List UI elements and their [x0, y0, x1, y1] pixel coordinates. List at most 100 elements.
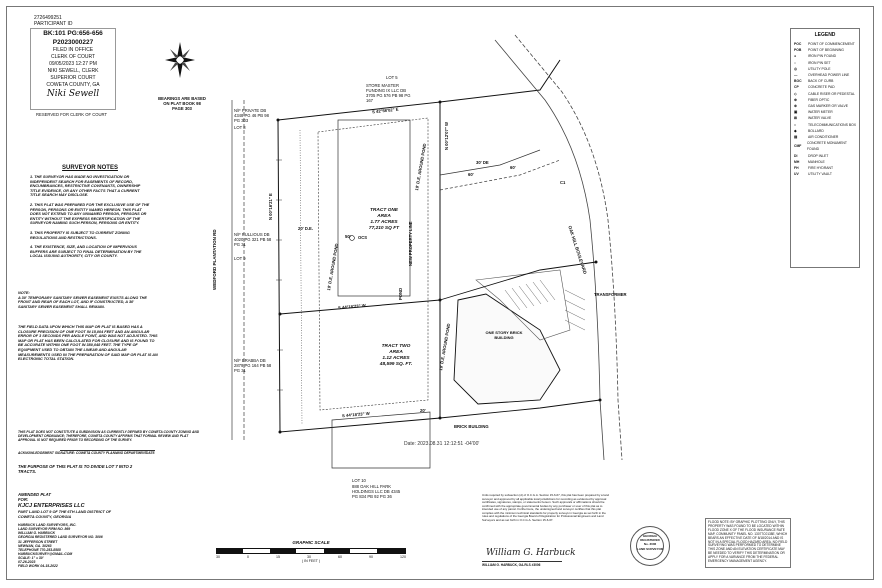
- legend-text: IRON PIN FOUND: [808, 54, 837, 59]
- legend-text: MANHOLE: [808, 159, 825, 164]
- closure-note: THE FIELD DATA UPON WHICH THIS MAP OR PL…: [18, 325, 158, 362]
- seal-text: REGISTERED: [640, 538, 660, 543]
- plat-sheet: [6, 6, 874, 580]
- firm-line: LAND SURVEYOR FIRM NO. 869: [18, 527, 71, 532]
- surveyor-note: 4. THE EXISTENCE, SIZE, AND LOCATION OF …: [30, 245, 142, 259]
- surveyor-note: 2. THIS PLAT WAS PREPARED FOR THE EXCLUS…: [30, 202, 150, 226]
- boundary-ticks: [276, 159, 283, 391]
- digital-signature-date: Date: 2023.08.31 12:12:51 -04'00': [404, 441, 480, 447]
- sewer-note: NOTE: A 30' TEMPORARY SANITARY SEWER EAS…: [18, 291, 153, 314]
- ocs-marker: [349, 235, 355, 241]
- clerk-reserved: RESERVED FOR CLERK OF COURT: [36, 112, 108, 117]
- tract-two-title: TRACT TWO: [381, 344, 411, 349]
- pond-label: POND: [398, 287, 403, 300]
- legend-symbol: ▤: [794, 135, 798, 140]
- surveyor-note: 1. THE SURVEYOR HAS MADE NO INVESTIGATIO…: [30, 175, 141, 198]
- dimension-label: 30' DE: [476, 160, 489, 165]
- tract-one-area-label: AREA: [377, 214, 391, 219]
- scale-tick: 30: [307, 555, 311, 559]
- parking-stripes: [504, 279, 586, 331]
- new-line-label: NEW PROPERTY LINE: [408, 221, 413, 266]
- client-name: KJCJ ENTERPRISES LLC: [18, 503, 85, 509]
- filed-line: CLERK OF COURT: [50, 54, 96, 60]
- certification-note: Units required by subsection (d) of O.C.…: [482, 493, 609, 522]
- legend-item: ⊗GAS MARKER OR VALVE: [794, 103, 856, 109]
- scale-tick: 60: [338, 555, 342, 559]
- legend-text: POINT OF BEGINNING: [808, 48, 844, 53]
- tract-two-sqft: 48,599 SQ. FT.: [379, 362, 413, 367]
- lotx-owner: N/F BRABBA DB 2879 PG 164 PB 58 PG 31: [234, 358, 272, 373]
- legend-symbol: —: [794, 73, 798, 78]
- tract-two-area-label: AREA: [389, 350, 403, 355]
- legend-symbol: UV: [794, 172, 799, 177]
- bearing-label: N 00°16'21" E: [268, 193, 273, 220]
- seal-text: No. 3006: [643, 542, 657, 547]
- legend-item: UV UTILITY VAULT: [794, 171, 856, 177]
- legend-text: UTILITY POLE: [808, 66, 831, 71]
- lot8-label: LOT 8: [234, 125, 246, 130]
- filed-line: 09/05/2023 12:27 PM: [49, 61, 97, 67]
- ack-label: ACKNOWLEDGEMENT SIGNATURE: COWETA COUNTY…: [18, 451, 147, 455]
- bearing-label: N 00°12'07" W: [444, 122, 449, 150]
- tract-dividing-line: [279, 299, 441, 315]
- firm-line: FIELD WORK 04-15-2022: [18, 564, 58, 569]
- road-right-centerline: [514, 34, 623, 461]
- easement-line-north: [439, 159, 561, 191]
- legend-text: BOLLARD: [808, 128, 824, 133]
- scale-tick: 15: [276, 555, 280, 559]
- legend-text: IRON PIN SET: [808, 60, 831, 65]
- dimension-label: 60': [468, 172, 474, 177]
- legend-symbol: □: [794, 122, 797, 127]
- legend-symbol: POC: [794, 42, 802, 46]
- lot10-owner: 888 OAK HILL PARK HOLDINGS LLC DB 4345 P…: [352, 484, 401, 499]
- building-outline: [453, 293, 561, 405]
- curve-label: C1: [560, 180, 566, 185]
- tract-two-label: TRACT TWO AREA 1.12 ACRES 48,599 SQ. FT.: [374, 344, 418, 368]
- legend-text: UTILITY VAULT: [808, 172, 832, 177]
- interior-dotted-line: [299, 129, 303, 426]
- legend-symbol: ▣: [794, 110, 798, 115]
- legend-symbol: ⊗: [794, 104, 797, 109]
- tract-one-label: TRACT ONE AREA 1.77 ACRES 77,210 SQ FT: [364, 208, 404, 232]
- scale-tick: 0: [247, 555, 249, 559]
- surveyor-signature: William G. Harbuck: [486, 548, 576, 558]
- legend-symbol: CP: [794, 85, 799, 90]
- firm-line: NEWNAN, GA. 30263: [18, 543, 52, 548]
- legend-item: ⊠WATER VALVE: [794, 115, 856, 121]
- de20-label: 20' D.E.: [298, 226, 313, 231]
- legend-item: ●IRON PIN FOUND: [794, 53, 856, 59]
- legend-item: ▤AIR CONDITIONER: [794, 134, 856, 140]
- road-label-left: WEDFORD PLANTATION RD: [212, 229, 217, 290]
- graphic-scale: GRAPHIC SCALE 30 0 15 30 60 90 120 ( IN …: [216, 540, 406, 563]
- ack-date-label: DATE: [146, 451, 155, 455]
- tract-one-title: TRACT ONE: [370, 208, 398, 213]
- scale-ticks: 30 0 15 30 60 90 120: [216, 555, 406, 559]
- legend-symbol: MH: [794, 159, 800, 164]
- lot9-label: LOT 9: [234, 256, 246, 261]
- legend-item: ○IRON PIN SET: [794, 60, 856, 66]
- plat-purpose: THE PURPOSE OF THIS PLAT IS TO DIVIDE LO…: [18, 464, 133, 474]
- legend-text: WATER VALVE: [808, 116, 832, 121]
- legend-symbol: ◆: [794, 128, 797, 133]
- legend-item: □TELECOMMUNICATIONS BOX: [794, 122, 856, 128]
- east-boundary-mid: [439, 261, 597, 301]
- legend-title: LEGEND: [814, 32, 836, 38]
- legend-text: BACK OF CURB: [808, 79, 834, 84]
- legend-symbol: FH: [794, 166, 799, 171]
- legend-item: POB POINT OF BEGINNING: [794, 47, 856, 53]
- north-boundary: [439, 59, 561, 103]
- scale-bar: [216, 548, 406, 554]
- sewer-note-label: NOTE:: [18, 291, 30, 295]
- surveyor-seal: GEORGIA REGISTERED No. 3006 LAND SURVEYO…: [630, 526, 670, 566]
- clerk-signature: Niki Sewell: [46, 89, 100, 99]
- legend-symbol: POB: [794, 48, 802, 53]
- surveyor-note: 3. THIS PROPERTY IS SUBJECT TO CURRENT Z…: [30, 230, 130, 240]
- legend-text: DROP INLET: [808, 153, 829, 158]
- legend-symbol: ◎: [794, 66, 797, 71]
- scale-bar-segment: [376, 549, 405, 553]
